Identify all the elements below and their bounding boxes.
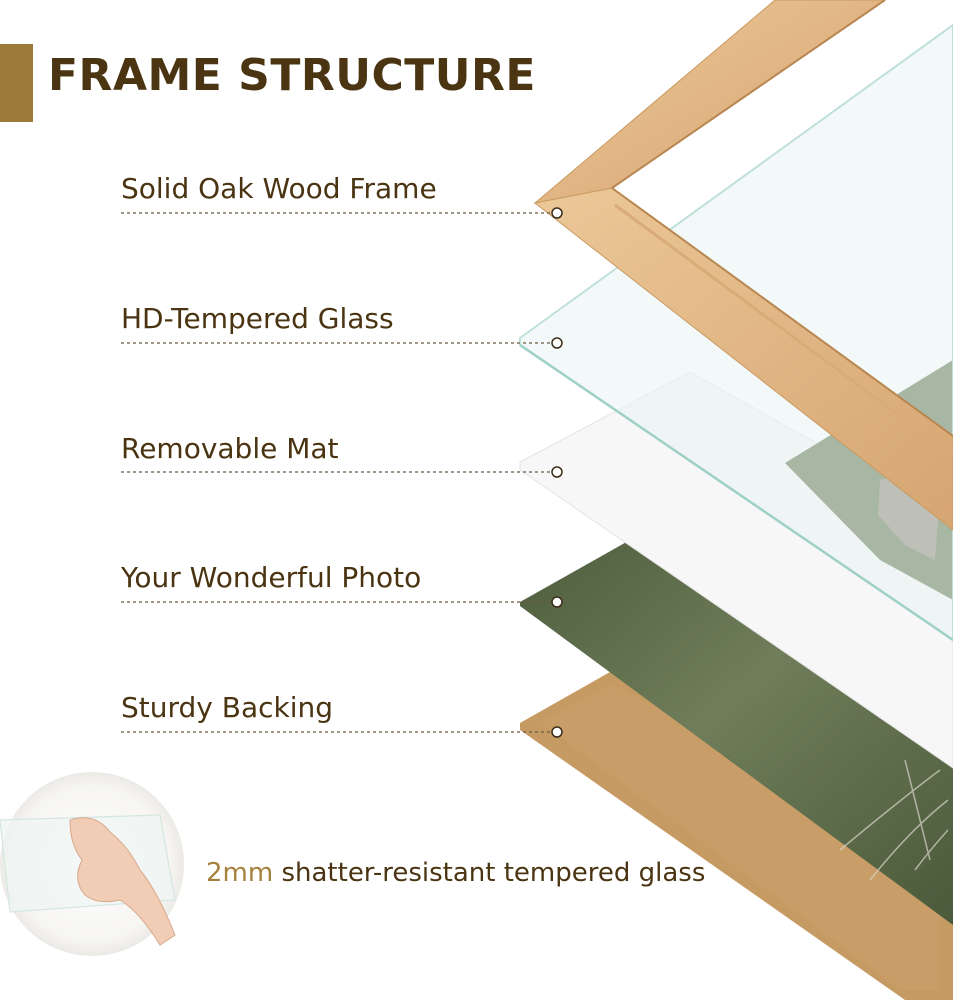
oak-frame-rabbet: [614, 203, 953, 457]
glass-note: 2mm shatter-resistant tempered glass: [206, 858, 705, 888]
leader-point-frame: [551, 207, 563, 219]
leader-points: [551, 207, 563, 738]
photo-layer: [520, 540, 953, 925]
oak-frame-side-bar: [533, 187, 953, 531]
glass-thickness: 2mm: [206, 858, 274, 888]
leader-point-glass: [551, 337, 563, 349]
glass-edge: [519, 343, 953, 642]
layer-label-mat: Removable Mat: [121, 432, 339, 465]
oak-frame-inner-edge: [611, 187, 953, 437]
photo-grass-detail: [839, 759, 949, 881]
inset-hand: [69, 817, 176, 946]
header-accent-bar: [0, 44, 33, 122]
leader-point-photo: [551, 596, 563, 608]
layer-label-photo: Your Wonderful Photo: [121, 561, 422, 594]
glass-hand-inset: [0, 772, 184, 956]
leader-point-backing: [551, 726, 563, 738]
leader-point-mat: [551, 466, 563, 478]
backing-board-texture: [540, 684, 940, 990]
leader-lines: [121, 212, 552, 733]
layer-label-glass: HD-Tempered Glass: [121, 302, 394, 335]
page-title: FRAME STRUCTURE: [48, 50, 536, 101]
layer-label-frame: Solid Oak Wood Frame: [121, 172, 437, 205]
glass-note-text: shatter-resistant tempered glass: [281, 858, 706, 888]
oak-frame-top-edge: [611, 0, 886, 189]
layer-label-backing: Sturdy Backing: [121, 691, 334, 724]
